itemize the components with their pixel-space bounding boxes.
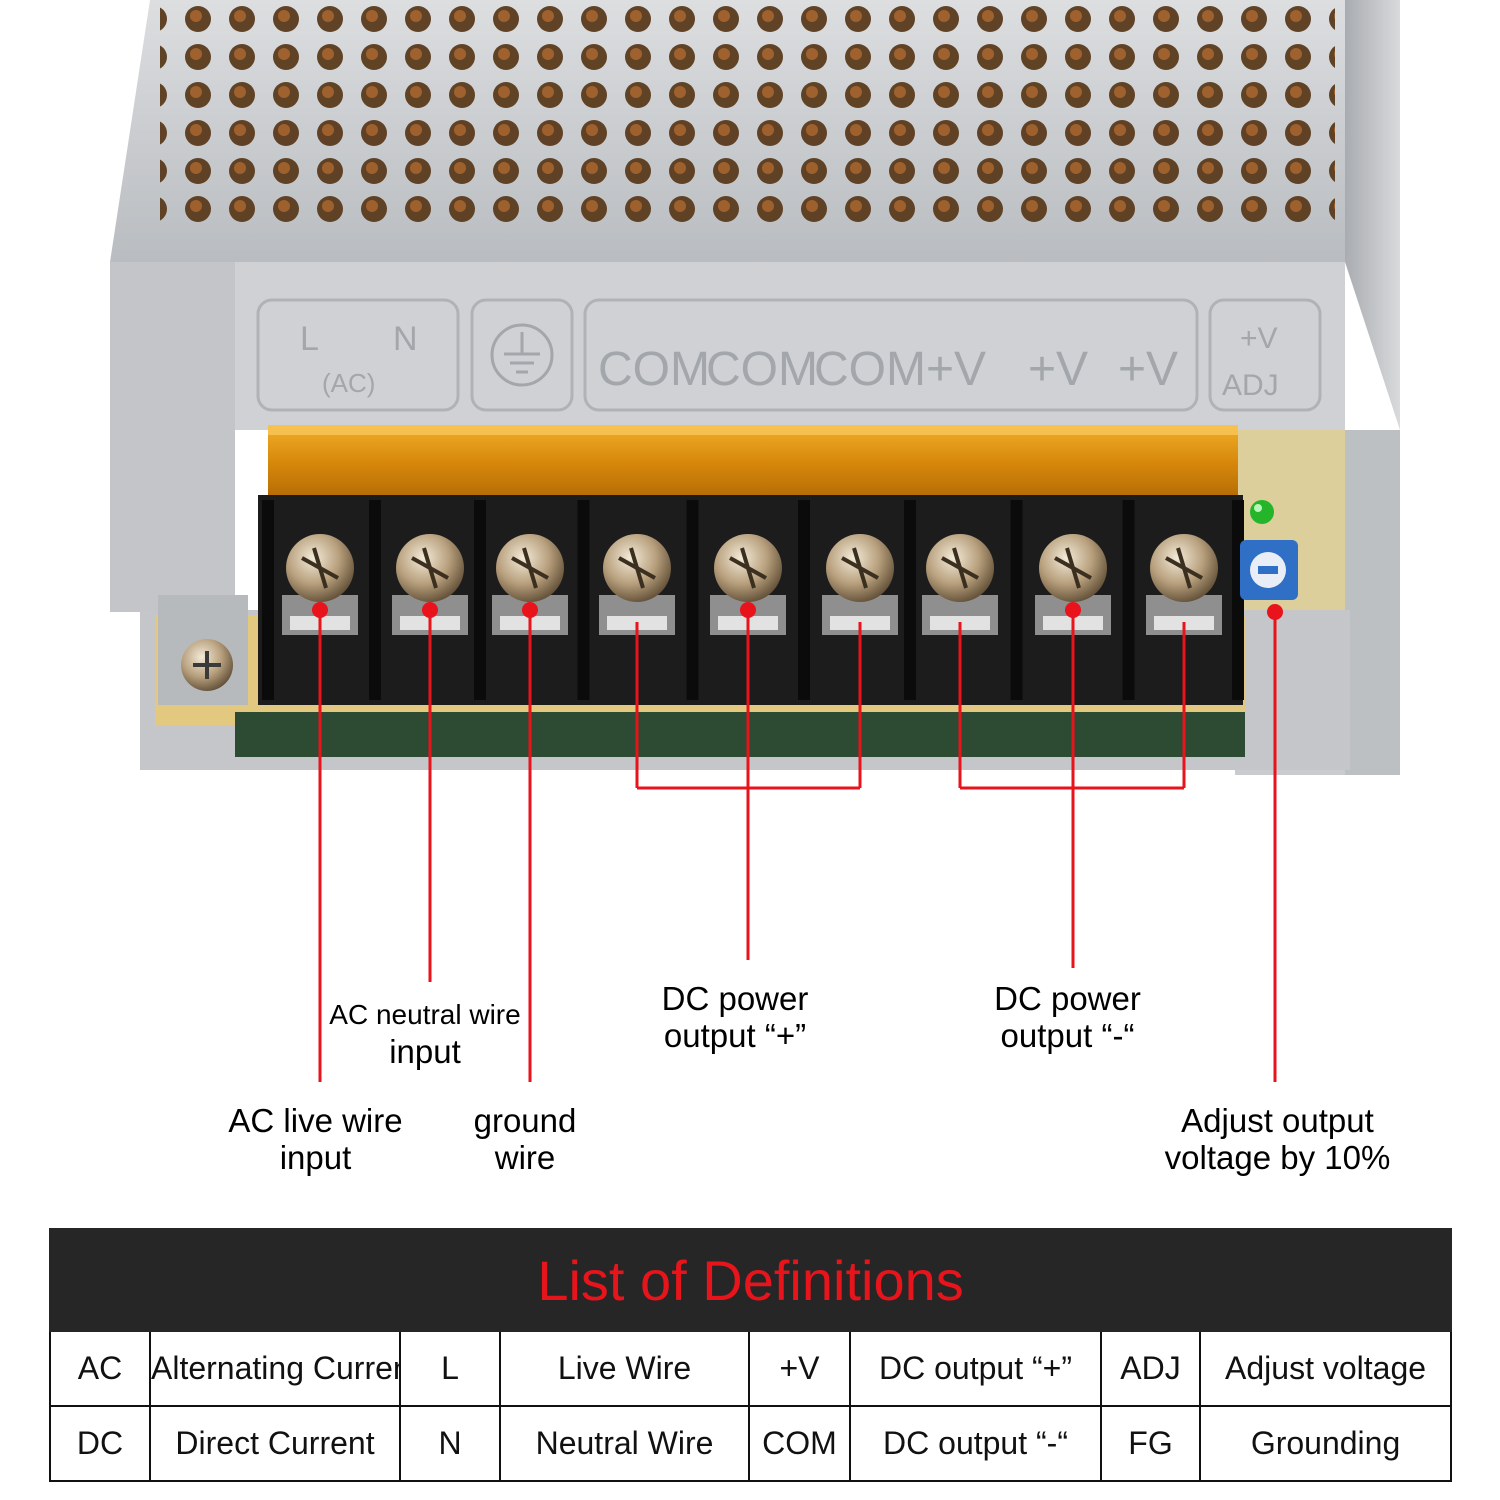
terminal-cover	[268, 425, 1238, 500]
callout-ground-line-1: ground	[473, 1102, 577, 1139]
abbr-cell: N	[399, 1405, 501, 1482]
terminal-separator	[474, 500, 486, 700]
terminal-screw-plus-v-1	[922, 534, 998, 635]
panel-label-ac: (AC)	[322, 368, 375, 398]
terminal-separator	[686, 500, 699, 700]
adjust-potentiometer-icon	[1240, 540, 1298, 600]
callout-ac-neutral-wire-input: AC neutral wire input	[310, 996, 540, 1070]
meaning-cell: Adjust voltage	[1198, 1330, 1453, 1407]
leader-lines	[312, 602, 1283, 1082]
ground-symbol-icon	[490, 323, 554, 387]
callout-adjust-line-2: voltage by 10%	[1164, 1139, 1391, 1176]
power-led-icon	[1250, 500, 1274, 524]
panel-label-plus-v-1: +V	[926, 343, 986, 396]
casing-front-face: L N (AC) COM COM COM +V +V +V +V ADJ	[110, 262, 1345, 612]
panel-label-plus-v-2: +V	[1028, 343, 1088, 396]
callout-ac-live-wire-input: AC live wire input	[203, 1102, 428, 1176]
callout-dc-power-output-plus: DC power output “+”	[630, 980, 840, 1054]
definitions-title: List of Definitions	[48, 1228, 1453, 1332]
terminal-separator	[1010, 500, 1023, 700]
definitions-table: List of Definitions AC Alternating Curre…	[48, 1228, 1453, 1482]
abbr-cell: COM	[748, 1405, 851, 1482]
panel-label-adj-top: +V	[1240, 322, 1278, 355]
callout-ground-line-2: wire	[494, 1139, 556, 1176]
terminal-separator	[904, 500, 916, 700]
callout-ac-neutral-line-2: input	[389, 1033, 461, 1070]
perforated-casing-top	[110, 0, 1400, 430]
abbr-cell: L	[399, 1330, 501, 1407]
callout-dc-minus-line-2: output “-“	[1000, 1017, 1135, 1054]
definitions-row-2: DC Direct Current N Neutral Wire COM DC …	[49, 1405, 1453, 1482]
panel-label-l: L	[300, 320, 319, 358]
abbr-cell: +V	[748, 1330, 851, 1407]
abbr-cell: ADJ	[1100, 1330, 1201, 1407]
terminal-screw-plus-v-3	[1146, 534, 1222, 635]
abbr-cell: AC	[49, 1330, 151, 1407]
terminal-separator	[1122, 500, 1135, 700]
meaning-cell: DC output “+”	[849, 1330, 1102, 1407]
terminal-screw-com-2	[710, 534, 786, 635]
callout-dc-minus-line-1: DC power	[994, 980, 1141, 1017]
meaning-cell: Grounding	[1198, 1405, 1453, 1482]
callout-dc-power-output-minus: DC power output “-“	[960, 980, 1175, 1054]
terminal-separator	[1232, 500, 1244, 700]
terminal-separator	[262, 500, 274, 700]
panel-label-adj-bottom: ADJ	[1222, 369, 1279, 402]
terminal-screw-com-1	[599, 534, 675, 635]
panel-label-com-2: COM	[706, 343, 818, 396]
panel-label-com-1: COM	[598, 343, 710, 396]
meaning-cell: DC output “-“	[849, 1405, 1102, 1482]
callout-ac-neutral-line-1: AC neutral wire	[329, 999, 521, 1030]
callout-adjust-output-voltage: Adjust output voltage by 10%	[1140, 1102, 1415, 1176]
panel-label-n: N	[393, 320, 418, 358]
mounting-screw-icon	[158, 595, 248, 705]
callout-ac-live-line-1: AC live wire	[228, 1102, 403, 1139]
terminal-block	[258, 495, 1244, 705]
terminal-separator	[798, 500, 810, 700]
callout-dc-plus-line-2: output “+”	[663, 1017, 807, 1054]
panel-label-plus-v-3: +V	[1118, 343, 1178, 396]
meaning-cell: Direct Current	[149, 1405, 401, 1482]
meaning-cell: Live Wire	[499, 1330, 750, 1407]
callout-ground-wire: ground wire	[440, 1102, 610, 1176]
definitions-row-1: AC Alternating Current L Live Wire +V DC…	[49, 1330, 1453, 1407]
meaning-cell: Neutral Wire	[499, 1405, 750, 1482]
callout-adjust-line-1: Adjust output	[1181, 1102, 1374, 1139]
callout-dc-plus-line-1: DC power	[661, 980, 809, 1017]
meaning-cell: Alternating Current	[149, 1330, 401, 1407]
terminal-screw-com-3	[822, 534, 898, 635]
panel-label-com-3: COM	[814, 343, 926, 396]
abbr-cell: FG	[1100, 1405, 1201, 1482]
terminal-separator	[577, 500, 590, 700]
callout-ac-live-line-2: input	[279, 1139, 352, 1176]
abbr-cell: DC	[49, 1405, 151, 1482]
terminal-separator	[369, 500, 381, 700]
